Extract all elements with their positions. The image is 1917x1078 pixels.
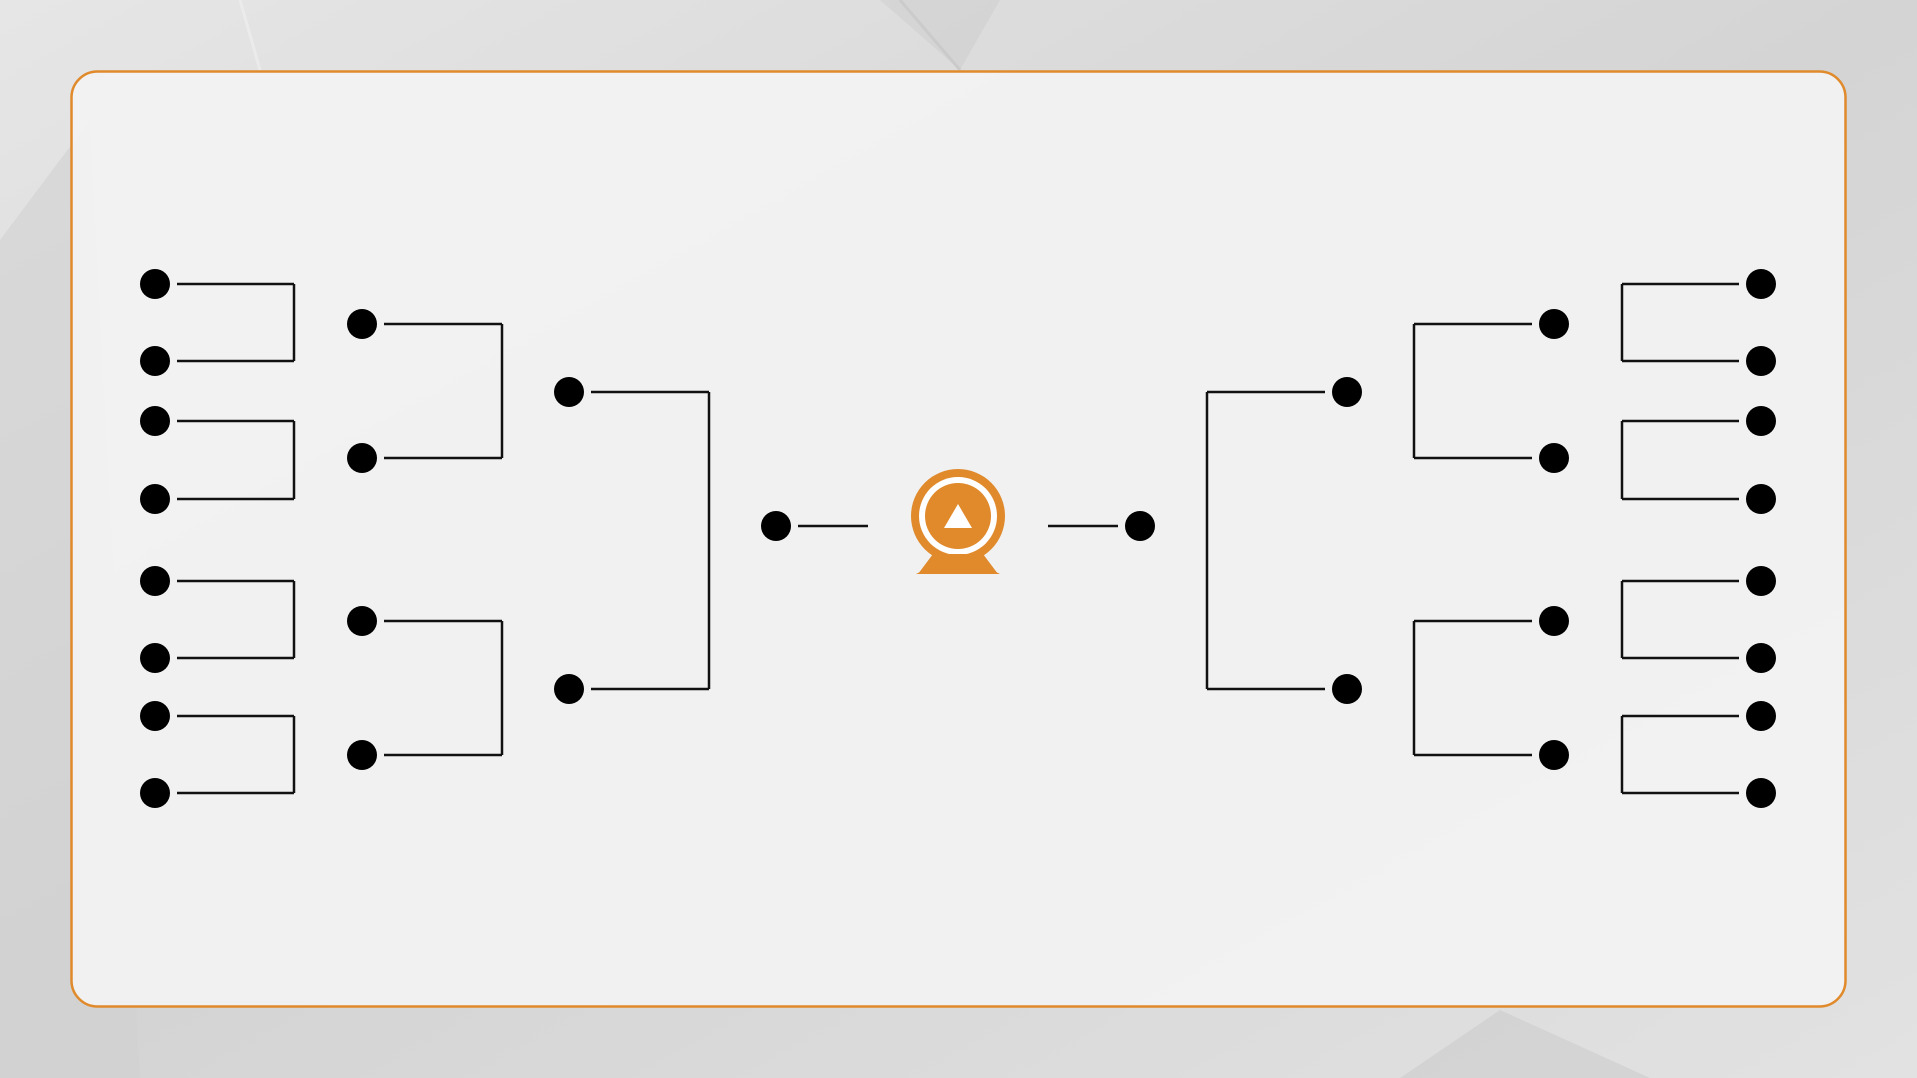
right-round1-slot6-node <box>1746 643 1776 673</box>
left-round1-slot7-node <box>140 701 170 731</box>
right-round3-slot1-node <box>1332 377 1362 407</box>
right-round1-slot7-node <box>1746 701 1776 731</box>
left-round1-slot6-node <box>140 643 170 673</box>
left-round2-slot1-node <box>347 309 377 339</box>
left-round3-slot1-node <box>554 377 584 407</box>
left-round1-slot2-node <box>140 346 170 376</box>
right-round2-slot3-node <box>1539 606 1569 636</box>
left-round1-slot4-node <box>140 484 170 514</box>
right-round2-slot2-node <box>1539 443 1569 473</box>
left-round1-slot8-node <box>140 778 170 808</box>
right-round1-slot4-node <box>1746 484 1776 514</box>
left-round1-slot5-node <box>140 566 170 596</box>
bracket-lines <box>177 282 1739 795</box>
right-round1-slot3-node <box>1746 406 1776 436</box>
right-round1-slot5-node <box>1746 566 1776 596</box>
left-round2-slot3-node <box>347 606 377 636</box>
left-round2-slot2-node <box>347 443 377 473</box>
right-round3-slot2-node <box>1332 674 1362 704</box>
left-round4-slot1-node <box>761 511 791 541</box>
right-round4-slot1-node <box>1125 511 1155 541</box>
right-round2-slot4-node <box>1539 740 1569 770</box>
left-round1-slot3-node <box>140 406 170 436</box>
trophy-medal-icon <box>911 469 1005 574</box>
right-round2-slot1-node <box>1539 309 1569 339</box>
right-round1-slot1-node <box>1746 269 1776 299</box>
left-round3-slot2-node <box>554 674 584 704</box>
left-round1-slot1-node <box>140 269 170 299</box>
bracket-nodes <box>140 269 1776 808</box>
right-round1-slot8-node <box>1746 778 1776 808</box>
left-round2-slot4-node <box>347 740 377 770</box>
right-round1-slot2-node <box>1746 346 1776 376</box>
